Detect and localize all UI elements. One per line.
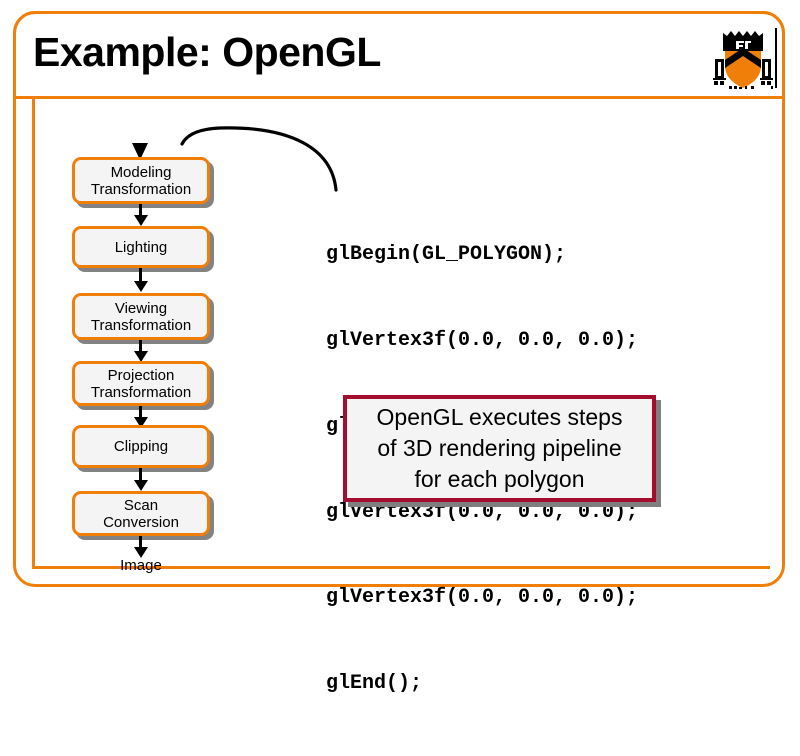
pipeline-arrow-1 — [133, 204, 149, 226]
page-title: Example: OpenGL — [33, 29, 381, 75]
pipeline-step-label-line1: Projection — [107, 366, 175, 384]
pipeline-step-modeling[interactable]: Modeling Transformation — [72, 157, 210, 204]
pipeline-step-viewing[interactable]: Viewing Transformation — [72, 293, 210, 340]
pipeline-output-label: Image — [120, 557, 162, 574]
slide-title-frame — [13, 11, 785, 99]
pipeline-step-label-line1: Modeling — [110, 163, 172, 181]
code-line: glVertex3f(0.0, 0.0, 0.0); — [326, 586, 639, 610]
pipeline-step-scan-conversion[interactable]: Scan Conversion — [72, 491, 210, 536]
pipeline-step-lighting[interactable]: Lighting — [72, 226, 210, 268]
pipeline-arrow-3 — [133, 340, 149, 362]
pipeline-step-label-line1: Clipping — [113, 438, 169, 455]
slide-canvas: Example: OpenGL — [13, 11, 785, 696]
pipeline-step-label-line1: Lighting — [114, 238, 168, 256]
callout-line: of 3D rendering pipeline — [377, 435, 622, 461]
pipeline-step-projection[interactable]: Projection Transformation — [72, 361, 210, 406]
callout-line: for each polygon — [414, 466, 585, 492]
pipeline-arrow-4 — [133, 406, 149, 428]
princeton-shield-logo — [709, 26, 777, 92]
pipeline-step-label-line2: Transformation — [90, 383, 192, 401]
pipeline-arrow-2 — [133, 268, 149, 293]
pipeline-step-label-line2: Transformation — [90, 316, 192, 334]
code-line: glVertex3f(0.0, 0.0, 0.0); — [326, 328, 639, 352]
pipeline-step-label-line1: Scan — [123, 496, 159, 514]
callout-box: OpenGL executes steps of 3D rendering pi… — [343, 395, 656, 502]
callout-line: OpenGL executes steps — [376, 404, 623, 430]
pipeline-step-label-line1: Viewing — [114, 299, 168, 317]
pipeline-step-label-line2: Conversion — [103, 513, 179, 531]
pipeline-arrow-5 — [133, 468, 149, 491]
pipeline-arrow-6 — [133, 536, 149, 558]
pipeline-step-label-line2: Transformation — [90, 180, 192, 198]
feedback-arrow-curve — [100, 112, 360, 202]
slide-content-frame — [32, 99, 770, 569]
code-line: glEnd(); — [326, 672, 423, 696]
code-line: glBegin(GL_POLYGON); — [326, 243, 567, 267]
pipeline-step-clipping[interactable]: Clipping — [72, 425, 210, 468]
code-line: glVertex3f(0.0, 0.0, 0.0); — [326, 500, 639, 524]
